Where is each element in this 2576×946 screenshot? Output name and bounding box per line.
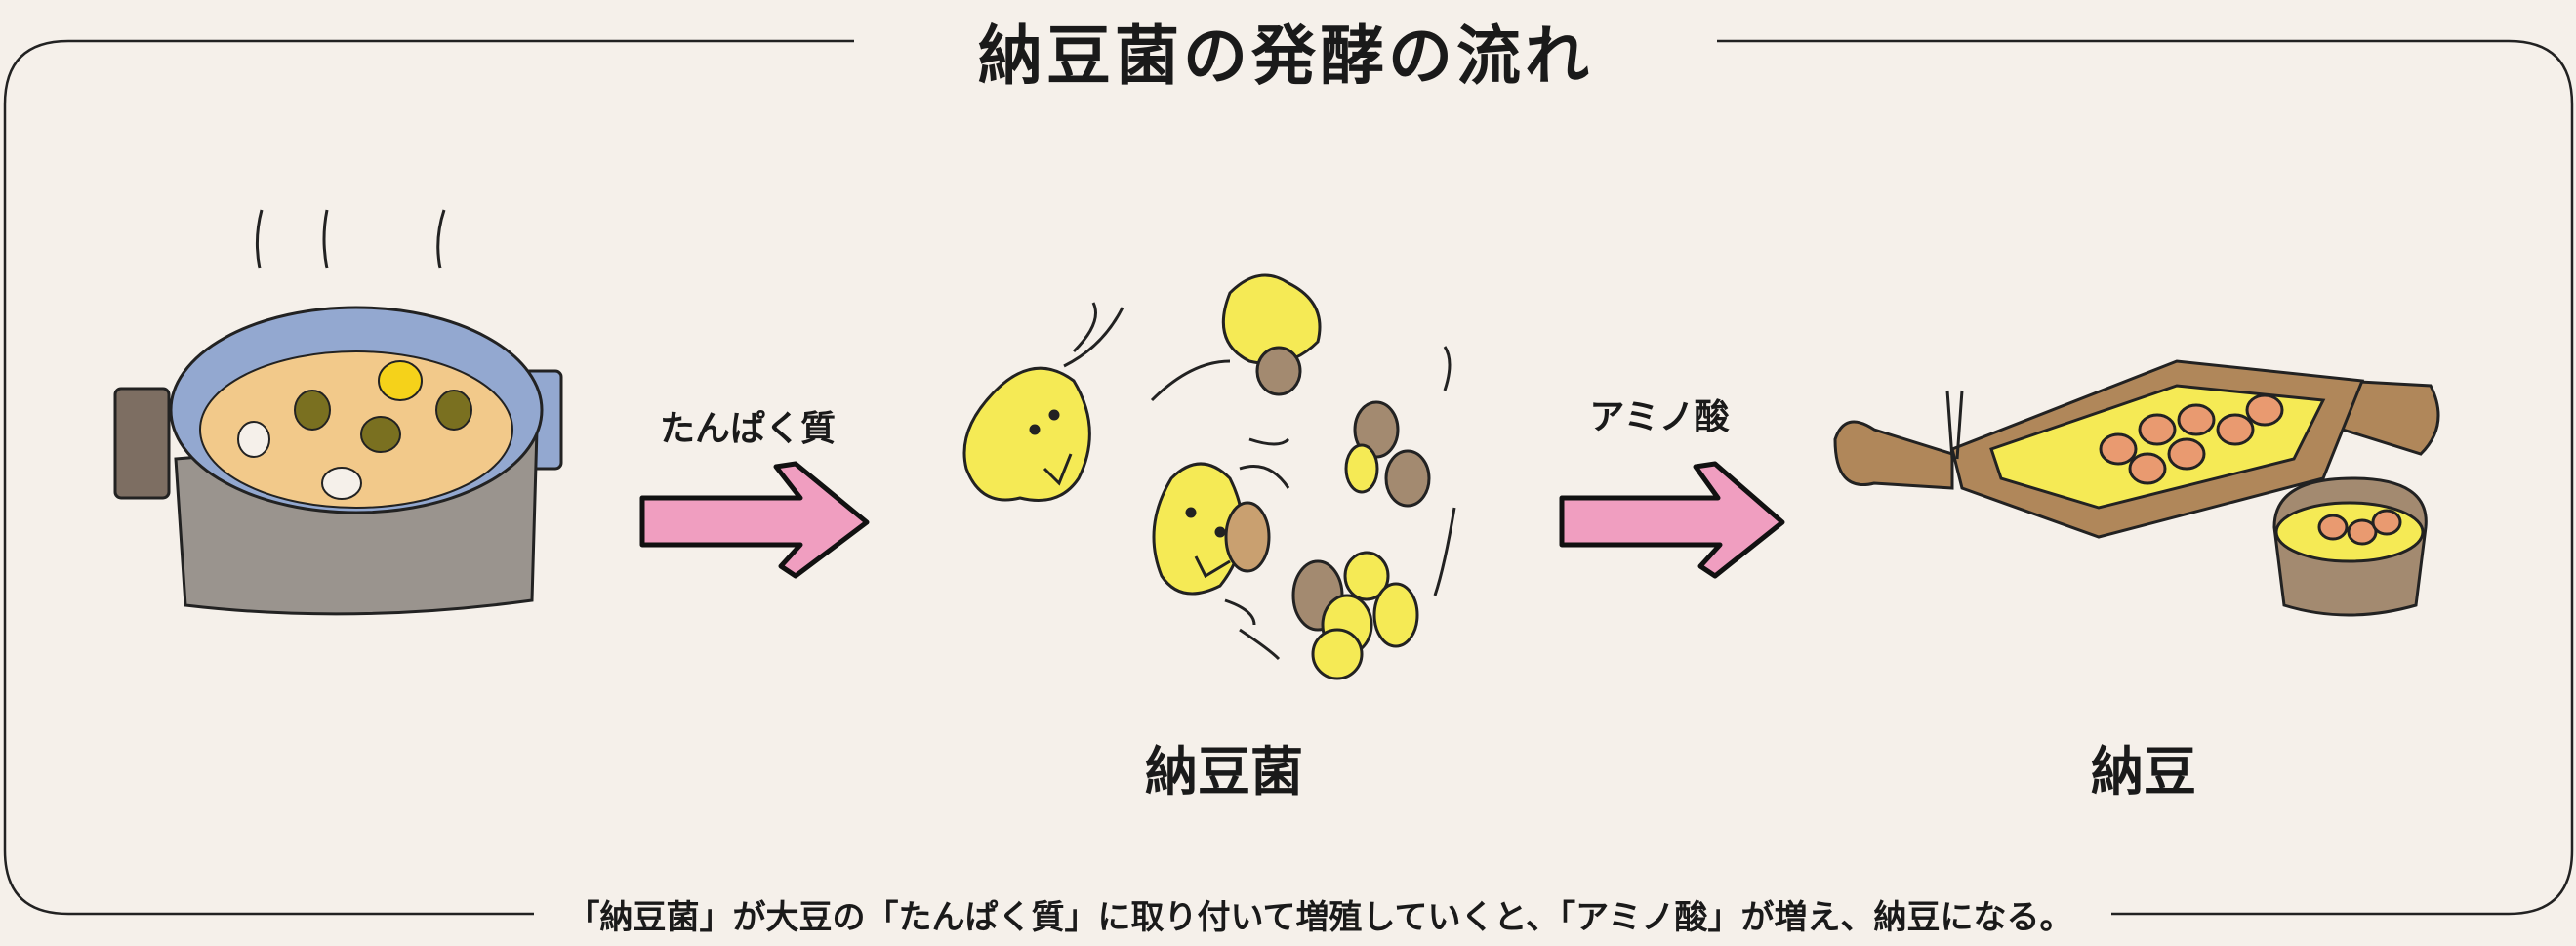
diagram-caption: 「納豆菌」が大豆の「たんぱく質」に取り付いて増殖していくと、「アミノ酸」が増え、… — [566, 898, 2073, 937]
arrow-2-label: アミノ酸 — [1589, 397, 1730, 437]
diagram-title: 納豆菌の発酵の流れ — [978, 19, 1593, 94]
arrow-2 — [1559, 461, 1785, 579]
natto-illustration — [1833, 359, 2440, 617]
bacteria-illustration — [962, 273, 1456, 680]
pot-illustration — [113, 209, 563, 616]
arrow-1 — [639, 461, 870, 579]
bacteria-label: 納豆菌 — [1145, 741, 1303, 802]
natto-label: 納豆 — [2091, 741, 2196, 802]
arrow-1-label: たんぱく質 — [659, 409, 837, 449]
frame-border — [3, 39, 2574, 916]
